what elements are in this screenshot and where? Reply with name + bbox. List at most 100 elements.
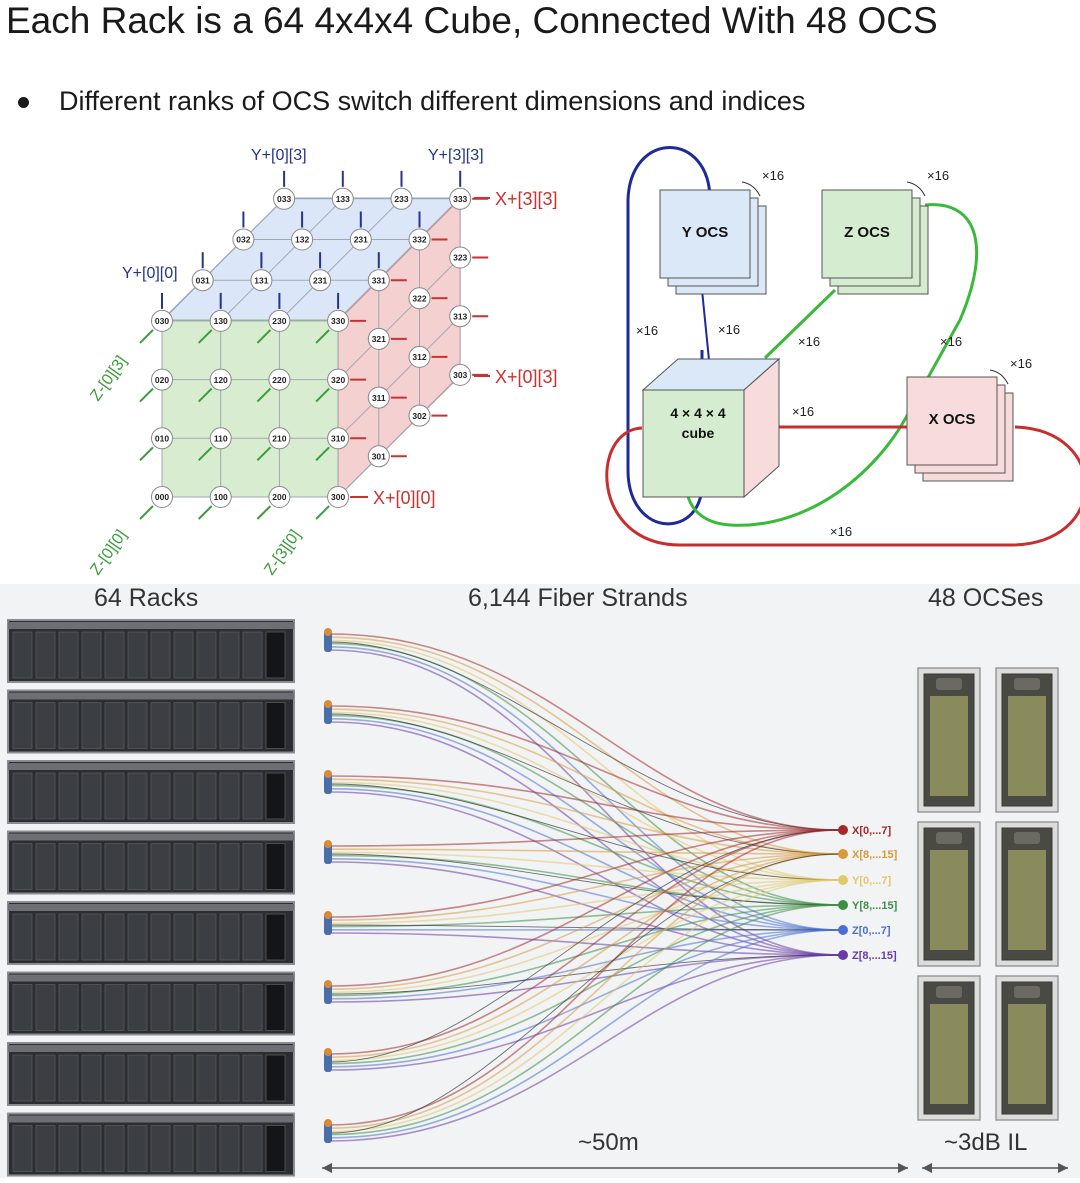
rack-image — [8, 761, 294, 823]
ocs-port-output: Z[0,...7] — [838, 925, 891, 937]
mult-z-link: ×16 — [798, 334, 820, 349]
svg-text:300: 300 — [331, 492, 345, 502]
cube-node-front: 210 — [269, 428, 290, 449]
cube-node-right: 322 — [409, 288, 430, 309]
cube-node-top: 231 — [310, 270, 331, 291]
label-z-0-3: Z-[0][3] — [87, 353, 130, 404]
svg-text:210: 210 — [272, 434, 286, 444]
ocs-topology-diagram: Y OCS Z OCS X OCS 4 × 4 × 4 cube ×16 ×16… — [590, 140, 1080, 585]
fiber-strand — [330, 856, 840, 905]
ocs-unit-image — [996, 822, 1058, 966]
ocs-port-label: Z[8,...15] — [852, 950, 897, 962]
cube-node-front: 130 — [210, 310, 231, 331]
fiber-label: 6,144 Fiber Strands — [468, 584, 688, 612]
fiber-connector — [324, 770, 332, 794]
cube-node-front: 230 — [269, 310, 290, 331]
label-y-3-3: Y+[3][3] — [428, 147, 484, 164]
cube-node-front: 120 — [210, 369, 231, 390]
ocses-label: 48 OCSes — [928, 584, 1043, 612]
svg-text:302: 302 — [412, 411, 426, 421]
svg-text:311: 311 — [372, 393, 386, 403]
svg-text:230: 230 — [272, 316, 286, 326]
svg-text:100: 100 — [214, 492, 228, 502]
mult-y-ocs: ×16 — [762, 168, 784, 183]
svg-text:231: 231 — [354, 235, 368, 245]
cube-node-top: 031 — [192, 270, 213, 291]
distance-label: ~50m — [578, 1129, 639, 1156]
fiber-strand — [330, 854, 840, 1057]
rack-image — [8, 620, 294, 682]
label-x-3-3: X+[3][3] — [495, 189, 558, 209]
fiber-strand — [330, 640, 840, 880]
z-ocs-label: Z OCS — [844, 224, 890, 241]
fiber-connector — [324, 980, 332, 1004]
cube-node-front: 010 — [152, 428, 173, 449]
cube-node-top: 033 — [274, 188, 295, 209]
rack-image — [8, 1114, 294, 1176]
cube-node-top: 132 — [292, 229, 313, 250]
cube-node-front: 220 — [269, 369, 290, 390]
svg-text:110: 110 — [214, 434, 228, 444]
cube-node-top: 331 — [368, 270, 389, 291]
svg-text:130: 130 — [214, 316, 228, 326]
cube-node-right: 311 — [368, 387, 389, 408]
fiber-strand — [330, 637, 840, 854]
ocs-port-output: X[8,...15] — [838, 849, 898, 861]
ocs-port-label: Z[0,...7] — [852, 925, 891, 937]
cube-node-top: 333 — [450, 188, 471, 209]
cube-node-right: 321 — [368, 328, 389, 349]
svg-text:310: 310 — [331, 434, 345, 444]
svg-text:331: 331 — [372, 275, 386, 285]
cube-node-front: 320 — [328, 369, 349, 390]
fiber-strand — [330, 789, 840, 930]
cube-label-line1: 4 × 4 × 4 — [670, 405, 725, 421]
ocs-port-output: Z[8,...15] — [838, 950, 897, 962]
cube-node-right: 302 — [409, 405, 430, 426]
svg-text:010: 010 — [155, 434, 169, 444]
svg-text:303: 303 — [453, 370, 467, 380]
svg-text:131: 131 — [254, 275, 268, 285]
bullet-item: Different ranks of OCS switch different … — [14, 86, 805, 117]
cube-node-right: 312 — [409, 346, 430, 367]
fiber-connector — [324, 840, 332, 864]
cube-node-front: 310 — [328, 428, 349, 449]
svg-text:313: 313 — [453, 311, 467, 321]
fiber-connector — [324, 700, 332, 724]
cube-node-right: 313 — [450, 306, 471, 327]
fiber-strand — [330, 933, 840, 955]
rack-image — [8, 1043, 294, 1105]
ocs-unit-image — [918, 668, 980, 812]
fiber-strand — [330, 955, 840, 1002]
mult-y-loop: ×16 — [636, 323, 658, 338]
ocs-unit-image — [918, 976, 980, 1120]
cube-node-front: 330 — [328, 310, 349, 331]
cube-node-right: 323 — [450, 247, 471, 268]
bottom-panel: 64 Racks 6,144 Fiber Strands 48 OCSes X[… — [0, 584, 1080, 1178]
fiber-strand — [330, 880, 840, 1060]
fiber-connector — [324, 628, 332, 652]
cube-node-front: 030 — [152, 310, 173, 331]
bullet-text: Different ranks of OCS switch different … — [59, 86, 805, 116]
svg-text:000: 000 — [155, 492, 169, 502]
svg-text:231: 231 — [313, 275, 327, 285]
cube-node-front: 200 — [269, 487, 290, 508]
fiber-connector — [324, 1119, 332, 1143]
fiber-connector — [324, 1048, 332, 1072]
svg-text:200: 200 — [272, 492, 286, 502]
label-z-3-0: Z-[3][0] — [261, 527, 304, 578]
fiber-strand — [330, 880, 840, 992]
cube-label-line2: cube — [682, 425, 715, 441]
cube-front-face — [162, 320, 338, 497]
cube-node-front: 020 — [152, 369, 173, 390]
ocs-port-label: Y[0,...7] — [852, 875, 891, 887]
fiber-connector — [324, 911, 332, 935]
rack-image — [8, 973, 294, 1035]
mult-x-link: ×16 — [792, 404, 814, 419]
svg-text:332: 332 — [412, 235, 426, 245]
mult-x-loop: ×16 — [830, 524, 852, 539]
cube-diagram: 030 130 230 330 020 120 220 320 010 110 210 310 000 1… — [0, 140, 600, 585]
x-ocs-label: X OCS — [929, 411, 976, 428]
loss-label: ~3dB IL — [944, 1129, 1027, 1156]
cube-node-top: 032 — [233, 229, 254, 250]
cube-node-right: 303 — [450, 364, 471, 385]
